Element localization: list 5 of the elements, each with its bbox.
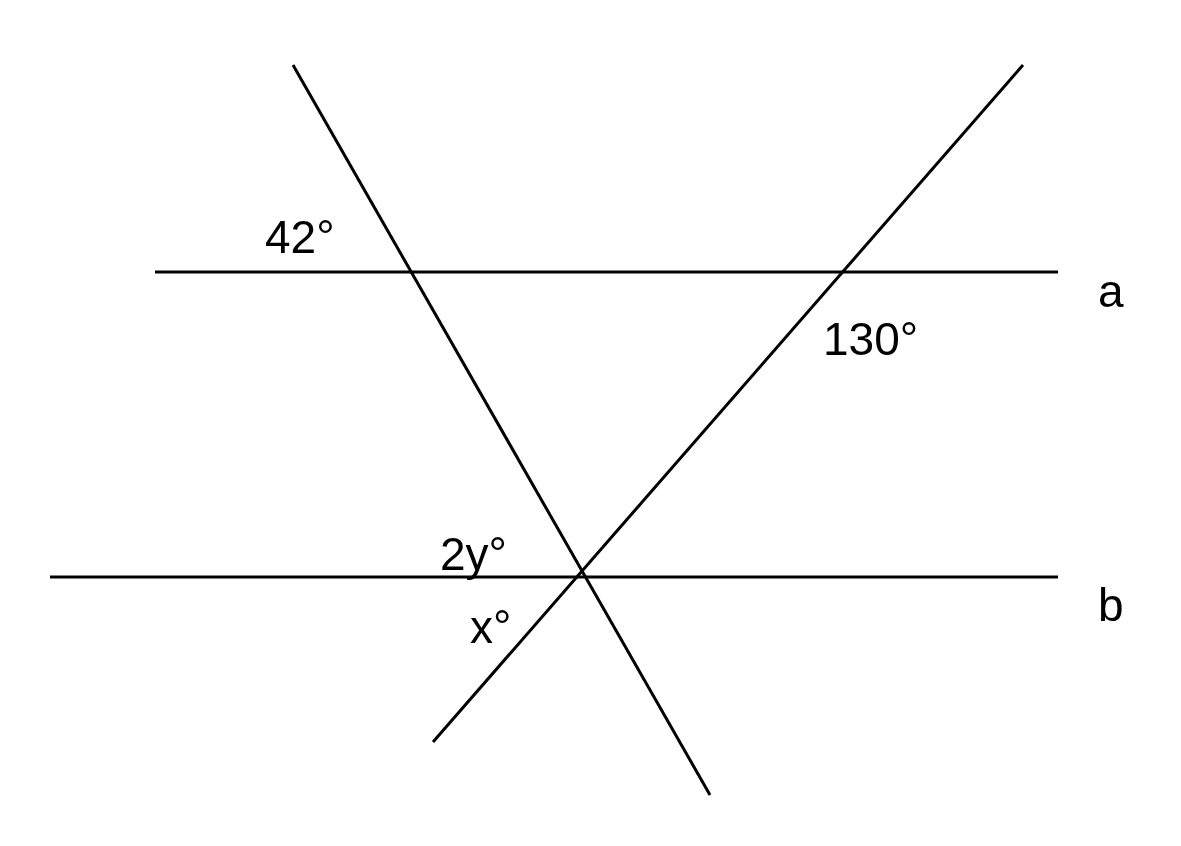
line-label: a (1098, 268, 1124, 314)
line-label: b (1098, 582, 1124, 628)
angle-label: x° (470, 604, 512, 650)
angle-label: 130° (823, 316, 919, 362)
angle-label: 42° (265, 214, 335, 260)
